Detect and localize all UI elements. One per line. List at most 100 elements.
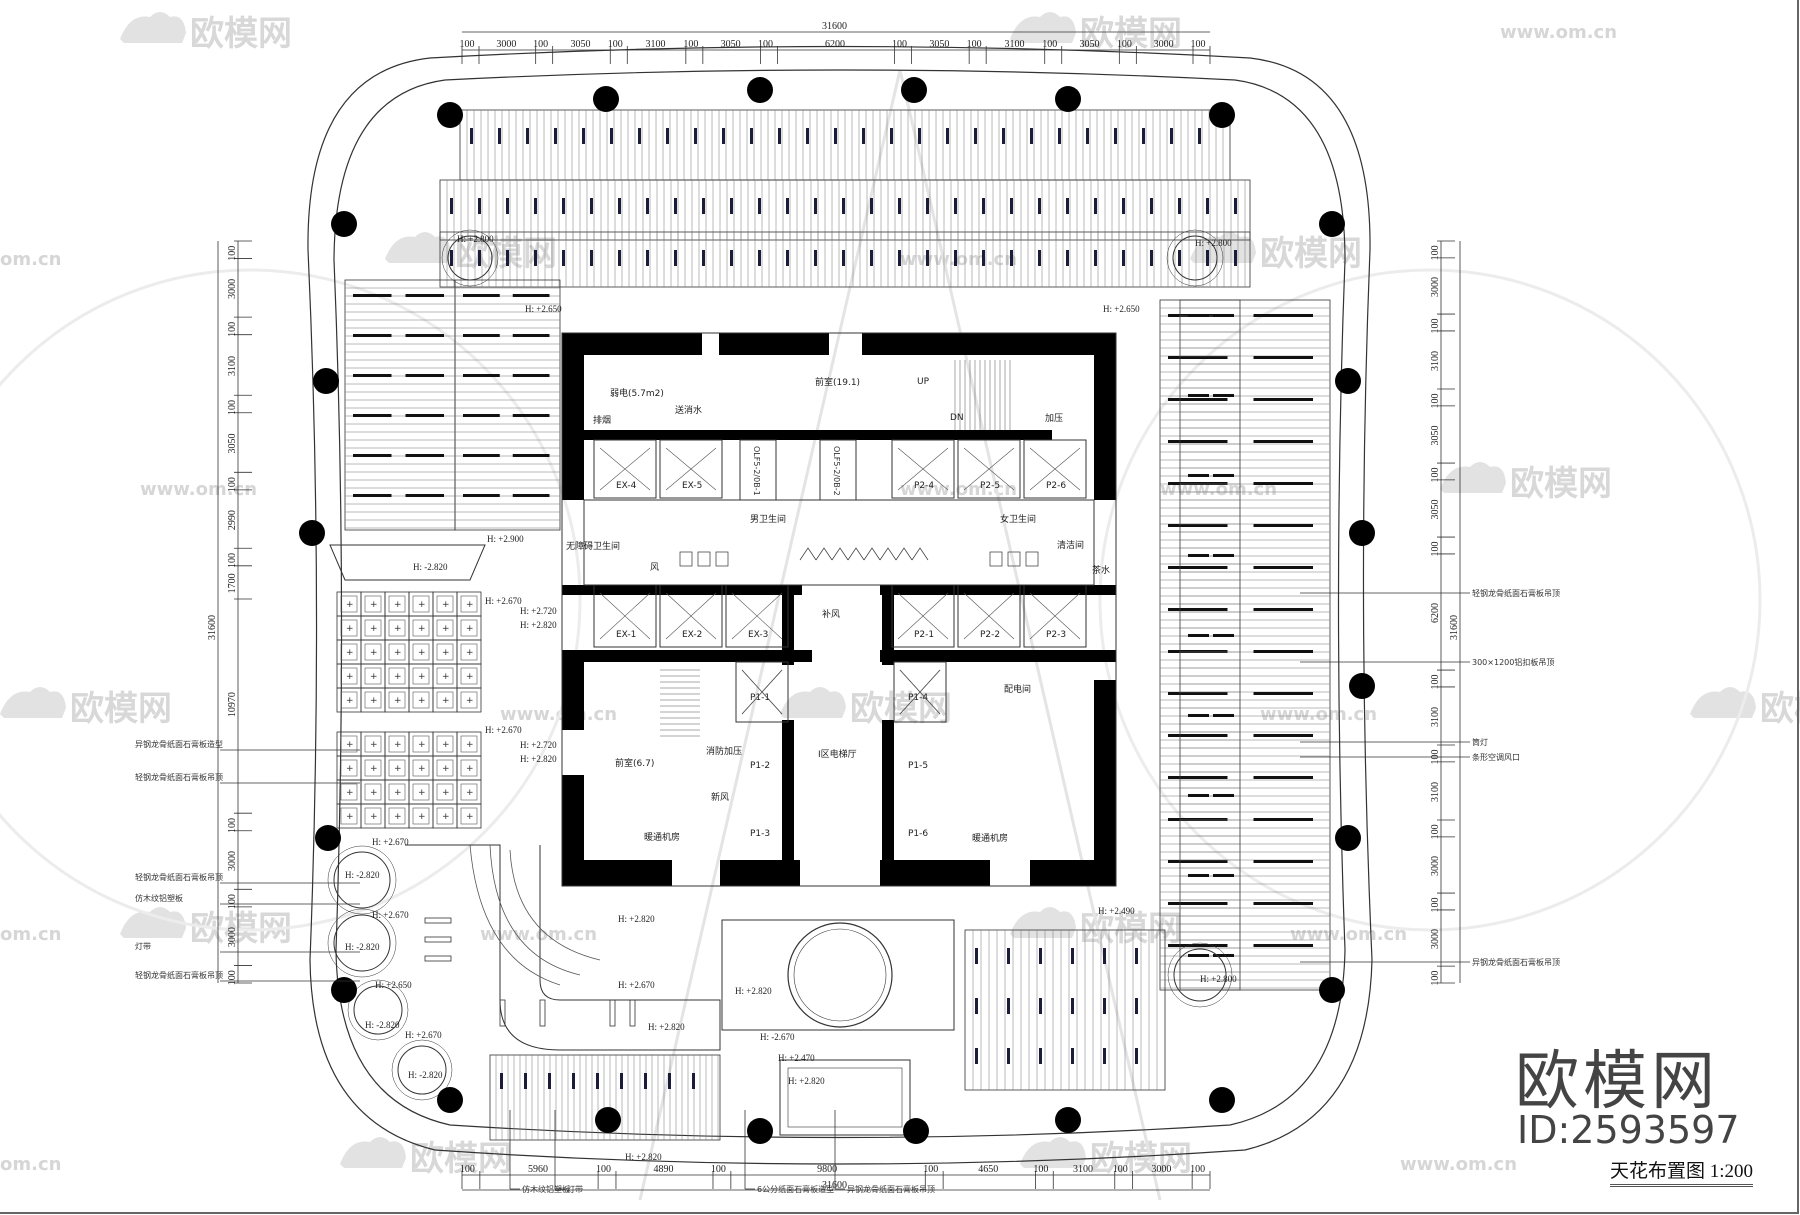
elevator-label: P2-1	[914, 630, 934, 640]
downlight-mark: +	[418, 600, 426, 610]
light-slot-mark	[450, 250, 453, 266]
light-slot-mark	[1213, 394, 1234, 397]
light-slot-mark	[1168, 608, 1228, 611]
elev-l5: H: +2.820	[520, 620, 557, 630]
light-slot-mark	[405, 294, 444, 297]
grid-panel-inset	[436, 807, 454, 825]
elev-b1: H: +2.820	[618, 914, 655, 924]
light-slot-mark	[1234, 250, 1237, 266]
watermark-url: www.om.cn	[1260, 704, 1377, 725]
strip-zone-border	[439, 231, 1251, 288]
watermark-logo-text: 欧模网	[1080, 14, 1182, 54]
core-wall	[1094, 470, 1116, 500]
curved-soffit	[405, 844, 721, 1051]
light-slot-mark	[1253, 776, 1313, 779]
light-slot-mark	[1206, 250, 1209, 266]
soffit-outline	[329, 544, 486, 581]
grid-panel-inset	[460, 667, 478, 685]
room-pressurize: 加压	[1045, 413, 1063, 424]
toilet-stall	[815, 547, 833, 561]
elevator-label: P2-2	[980, 630, 1000, 640]
grid-panel-inset	[412, 691, 430, 709]
left-annotation: 仿木纹铝塑板	[135, 893, 183, 903]
grid-panel-inset	[388, 643, 406, 661]
watermark-url: www.om.cn	[900, 479, 1017, 500]
light-slot-mark	[596, 1073, 599, 1089]
light-slot-mark	[1253, 314, 1313, 317]
light-slot-mark	[478, 250, 481, 266]
light-slot-mark	[463, 494, 500, 497]
dimension-value: 4650	[978, 1164, 998, 1175]
watermark-logo-text: 欧模网	[190, 14, 292, 54]
elevator-label: P1-4	[908, 693, 928, 703]
elevator-cross	[897, 592, 949, 640]
column	[593, 86, 619, 112]
column	[331, 211, 357, 237]
light-slot-mark	[512, 454, 550, 457]
elevator-label: EX-5	[682, 481, 702, 491]
core-wall	[782, 720, 794, 865]
linear-light	[424, 936, 452, 943]
light-slot-mark	[1168, 734, 1228, 737]
light-slot-mark	[1253, 734, 1313, 737]
light-slot-mark	[1253, 608, 1313, 611]
downlight-mark: +	[442, 740, 450, 750]
elev-tr-col: H: +2.800	[1195, 238, 1232, 248]
structural-columns	[299, 77, 1375, 1144]
column	[747, 77, 773, 103]
light-slot-mark	[506, 250, 509, 266]
watermark-sofa-icon	[120, 907, 186, 938]
watermark-brand: 欧模网	[1515, 1045, 1719, 1119]
grid-panel-inset	[412, 595, 430, 613]
watermark-url: www.om.cn	[1500, 22, 1617, 43]
grid-panel-inset	[340, 643, 358, 661]
light-slot-mark	[1188, 794, 1209, 797]
dimension-value: 3000	[1154, 39, 1174, 50]
light-slot-mark	[1213, 634, 1234, 637]
central-ceiling-panel	[721, 919, 955, 1031]
elev-l4: H: +2.720	[520, 606, 557, 616]
downlight-mark: +	[346, 624, 354, 634]
left-annotation: 异钢龙骨纸面石膏板造型	[135, 739, 223, 749]
dimension-total-left: 31600	[207, 615, 218, 640]
light-slot-mark	[1198, 128, 1201, 144]
round-ceiling-feature	[397, 1045, 447, 1095]
light-slot-mark	[806, 128, 809, 144]
light-slot-mark	[1168, 524, 1228, 527]
dimension-value: 1700	[227, 573, 238, 593]
linear-light	[539, 999, 546, 1027]
light-slot-mark	[1253, 902, 1313, 905]
light-slot-mark	[1002, 128, 1005, 144]
dimension-value: 100	[1042, 39, 1057, 50]
watermark-url: www.om.cn	[900, 249, 1017, 270]
light-slot-mark	[1253, 482, 1313, 485]
grid-panel-inset	[364, 667, 382, 685]
watermark-url: om.cn	[0, 249, 61, 270]
downlight-mark: +	[466, 812, 474, 822]
downlight-mark: +	[466, 624, 474, 634]
column	[437, 1087, 463, 1113]
elevator-shaft	[659, 439, 723, 499]
room-hvac-left: 暖通机房	[644, 831, 680, 843]
light-slot-mark	[1071, 998, 1074, 1014]
light-slot-mark	[554, 128, 557, 144]
column	[299, 520, 325, 546]
column	[595, 1107, 621, 1133]
light-slot-mark	[646, 250, 649, 266]
room-accessible-wc: 无障碍卫生间	[566, 540, 620, 552]
toilet-stall	[831, 547, 849, 561]
downlight-mark: +	[346, 672, 354, 682]
light-slot-mark	[353, 494, 392, 497]
elevator-cross	[963, 592, 1015, 640]
light-slot-mark	[1103, 948, 1106, 964]
downlight-mark: +	[370, 740, 378, 750]
watermark-circle	[0, 268, 582, 932]
watermark-sofa-icon	[0, 687, 66, 718]
dimension-value: 100	[227, 894, 238, 909]
column	[1335, 825, 1361, 851]
column	[1209, 102, 1235, 128]
strip-zone	[454, 279, 561, 531]
elev-c2b: H: -2.820	[345, 942, 380, 952]
elevator-label: P2-3	[1046, 630, 1066, 640]
